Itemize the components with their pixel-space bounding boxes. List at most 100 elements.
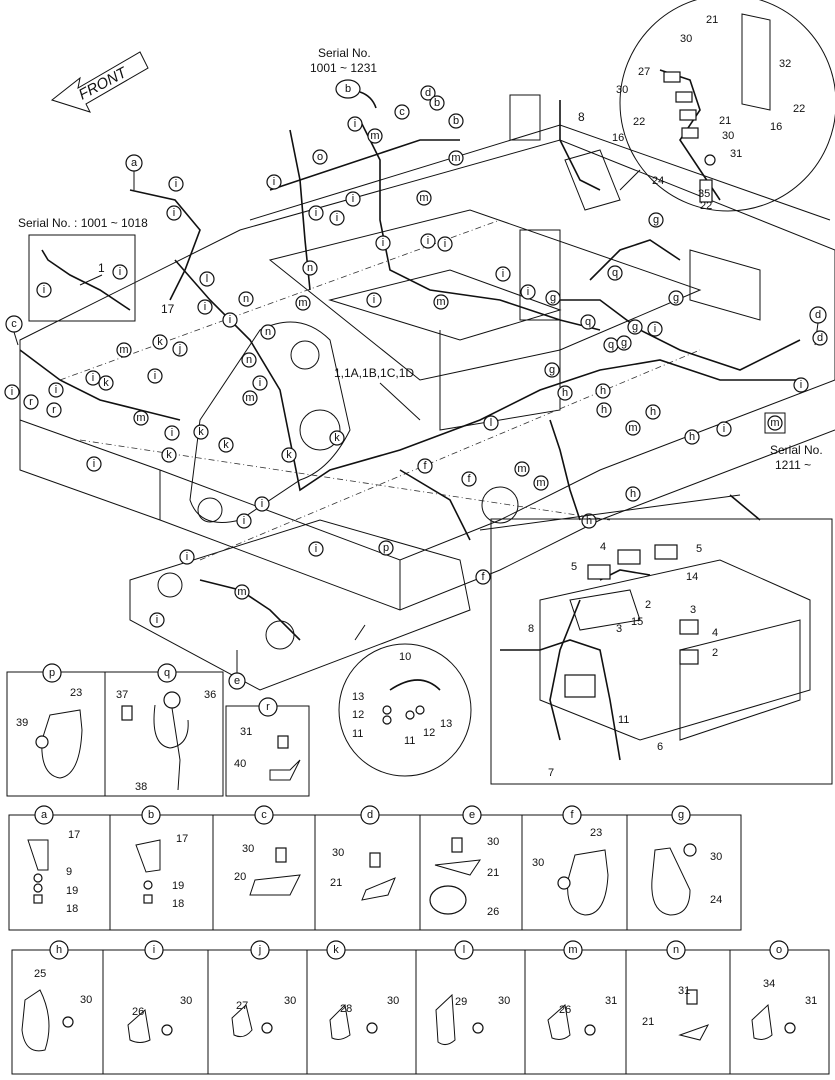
- svg-text:f: f: [570, 809, 574, 821]
- svg-text:k: k: [198, 426, 204, 438]
- svg-text:i: i: [261, 498, 263, 510]
- svg-text:b: b: [148, 809, 154, 821]
- svg-text:m: m: [298, 297, 307, 309]
- svg-text:d: d: [815, 309, 821, 321]
- part-8-main: 8: [578, 110, 585, 124]
- svg-text:13: 13: [440, 718, 452, 730]
- svg-text:25: 25: [34, 968, 46, 980]
- svg-text:l: l: [206, 273, 208, 285]
- svg-text:12: 12: [423, 727, 435, 739]
- svg-text:6: 6: [657, 741, 663, 753]
- svg-text:h: h: [650, 406, 656, 418]
- svg-text:27: 27: [638, 66, 650, 78]
- svg-text:30: 30: [180, 995, 192, 1007]
- wire-harness: [19, 100, 801, 641]
- battery-detail: 4 5 5 14 2 3 3 15 4 8 2 11 6 7: [479, 494, 833, 785]
- svg-text:m: m: [568, 944, 577, 956]
- svg-text:9: 9: [66, 866, 72, 878]
- svg-text:11: 11: [404, 735, 415, 747]
- svg-text:11: 11: [352, 728, 363, 740]
- svg-text:4: 4: [712, 627, 718, 639]
- svg-text:i: i: [186, 551, 188, 563]
- svg-text:30: 30: [487, 836, 499, 848]
- svg-text:30: 30: [332, 847, 344, 859]
- svg-text:q: q: [585, 316, 591, 328]
- svg-text:g: g: [632, 321, 638, 333]
- svg-text:31: 31: [805, 995, 817, 1007]
- svg-text:30: 30: [722, 130, 734, 142]
- detail-row1: p 23 39 q 37 36 38 r 31 40: [6, 663, 310, 797]
- svg-text:d: d: [425, 87, 431, 99]
- svg-text:22: 22: [793, 103, 805, 115]
- svg-text:q: q: [612, 267, 618, 279]
- svg-text:27: 27: [236, 1000, 248, 1012]
- svg-text:i: i: [273, 176, 275, 188]
- svg-text:12: 12: [352, 709, 364, 721]
- callout-c-left: c: [5, 315, 23, 346]
- svg-text:i: i: [154, 370, 156, 382]
- svg-text:c: c: [11, 318, 17, 330]
- svg-text:3: 3: [690, 604, 696, 616]
- svg-text:38: 38: [135, 781, 147, 793]
- svg-text:e: e: [234, 675, 240, 687]
- svg-text:d: d: [817, 332, 823, 344]
- svg-text:n: n: [673, 944, 679, 956]
- svg-text:i: i: [92, 372, 94, 384]
- svg-text:g: g: [549, 364, 555, 376]
- svg-text:k: k: [286, 449, 292, 461]
- svg-text:19: 19: [172, 880, 184, 892]
- svg-text:l: l: [490, 417, 492, 429]
- svg-text:32: 32: [779, 58, 791, 70]
- svg-text:3: 3: [616, 623, 622, 635]
- svg-text:31: 31: [605, 995, 617, 1007]
- serial-right-line1: Serial No.: [770, 443, 823, 457]
- svg-text:m: m: [419, 192, 428, 204]
- svg-text:m: m: [370, 130, 379, 142]
- detail-circle-top-right: 21 30 32 27 30 22 21 16 22 30 16 31 24 3…: [564, 0, 835, 212]
- svg-text:m: m: [517, 463, 526, 475]
- svg-text:c: c: [261, 809, 267, 821]
- svg-text:i: i: [11, 386, 13, 398]
- svg-text:16: 16: [770, 121, 782, 133]
- part-1-inset: 1: [98, 261, 105, 275]
- svg-text:i: i: [153, 944, 155, 956]
- svg-text:30: 30: [710, 851, 722, 863]
- svg-text:k: k: [166, 449, 172, 461]
- svg-text:8: 8: [528, 623, 534, 635]
- svg-text:30: 30: [616, 84, 628, 96]
- svg-text:22: 22: [633, 116, 645, 128]
- svg-text:i: i: [93, 458, 95, 470]
- svg-text:5: 5: [571, 561, 577, 573]
- svg-text:36: 36: [204, 689, 216, 701]
- svg-text:m: m: [136, 412, 145, 424]
- svg-text:o: o: [776, 944, 782, 956]
- svg-text:21: 21: [642, 1016, 654, 1028]
- svg-text:k: k: [103, 377, 109, 389]
- part-17-main: 17: [161, 302, 175, 316]
- detail-circle-bottom: 10 13 12 11 11 12 13: [338, 624, 472, 777]
- svg-text:i: i: [204, 301, 206, 313]
- svg-text:7: 7: [548, 767, 554, 779]
- serial-right-line2: 1211 ~: [775, 458, 811, 472]
- svg-text:a: a: [41, 809, 48, 821]
- svg-text:d: d: [367, 809, 373, 821]
- svg-text:h: h: [600, 385, 606, 397]
- detail-row3: h 25 30 i 26 30 j 27 30 k 28 30 l 29 30 …: [11, 940, 830, 1075]
- svg-text:k: k: [334, 432, 340, 444]
- front-label: FRONT: [76, 63, 131, 103]
- svg-text:11: 11: [618, 714, 629, 726]
- svg-text:29: 29: [455, 996, 467, 1008]
- svg-text:k: k: [333, 944, 339, 956]
- svg-text:r: r: [52, 404, 56, 416]
- svg-text:o: o: [317, 151, 323, 163]
- callout-a-top: a: [125, 154, 143, 190]
- svg-text:i: i: [243, 515, 245, 527]
- svg-text:i: i: [259, 377, 261, 389]
- svg-text:k: k: [223, 439, 229, 451]
- svg-text:21: 21: [487, 867, 499, 879]
- svg-text:30: 30: [284, 995, 296, 1007]
- svg-text:20: 20: [234, 871, 246, 883]
- svg-text:i: i: [229, 314, 231, 326]
- svg-text:h: h: [601, 404, 607, 416]
- svg-text:30: 30: [80, 994, 92, 1006]
